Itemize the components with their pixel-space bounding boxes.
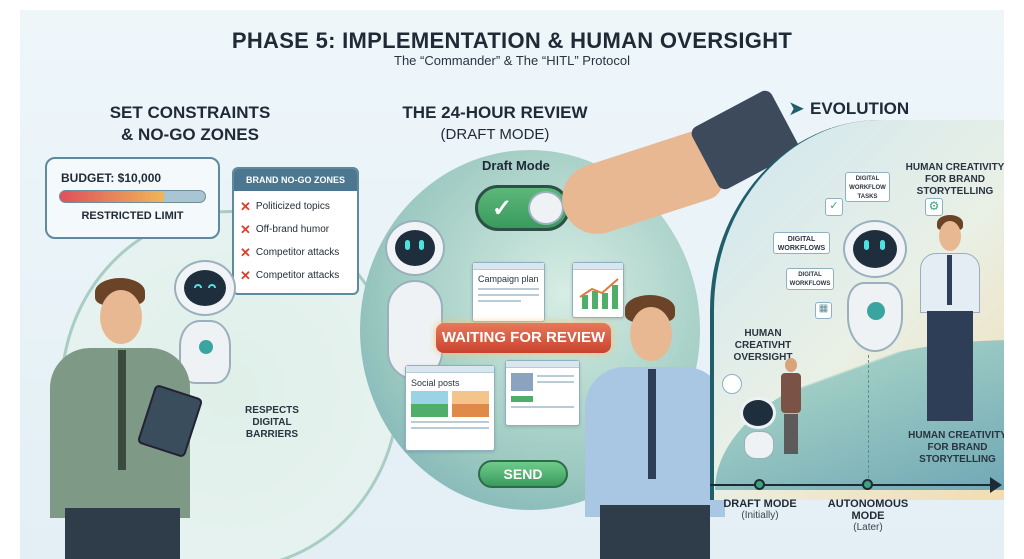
robot-left [170,260,240,400]
person-woman [780,358,802,458]
chart-window[interactable] [572,262,624,318]
send-button[interactable]: SEND [478,460,568,488]
no-go-item: ✕ Off-brand humor [240,218,351,241]
oversight-label: HUMAN CREATIVHT OVERSIGHT [728,328,798,364]
social-posts-title: Social posts [411,378,460,388]
oversight-line2: CREATIVHT [734,340,792,351]
timeline-label-autonomous: AUTONOMOUS MODE (Later) [818,498,918,533]
no-go-item: ✕ Competitor attacks [240,241,351,264]
no-go-zones-title: BRAND NO-GO ZONES [234,169,357,191]
gear-icon: ⚙ [925,198,943,216]
left-heading: SET CONSTRAINTS & NO-GO ZONES [65,102,315,146]
creativity-top-label: HUMAN CREATIVITY FOR BRAND STORYTELLING [900,162,1004,198]
person-right-standing [915,215,985,430]
restricted-limit-label: RESTRICTED LIMIT [81,210,184,222]
creativity-top-line3: STORYTELLING [916,186,994,197]
checkmark-icon: ✓ [492,195,513,222]
respects-digital-barriers-label: RESPECTS DIGITAL BARRIERS [242,405,302,441]
toggle-knob [528,191,564,225]
no-go-list: ✕ Politicized topics ✕ Off-brand humor ✕ Comp… [234,191,357,291]
left-heading-line2: & NO-GO ZONES [121,125,259,144]
creativity-bottom-label: HUMAN CREATIVITY FOR BRAND STORYTELLING [900,430,1004,466]
workflow-tasks-box: DIGITAL WORKFLOW TASKS [845,172,890,202]
social-posts-window[interactable]: Social posts [405,365,495,451]
calendar-icon: ▦ [815,302,832,319]
person-left-with-tablet [40,278,190,559]
autonomous-line1: AUTONOMOUS [827,498,909,510]
no-go-item-label: Off-brand humor [255,224,330,235]
draft-mode-label-text: DRAFT MODE [723,498,797,510]
creativity-top-line1: HUMAN CREATIVITY [905,162,1004,173]
no-go-item-label: Competitor attacks [255,247,340,258]
robot-middle [380,220,450,420]
infographic-canvas: PHASE 5: IMPLEMENTATION & HUMAN OVERSIGH… [20,10,1004,559]
x-mark-icon: ✕ [240,221,251,237]
no-go-item-label: Politicized topics [255,201,330,212]
budget-bar [59,190,206,203]
robot-small [740,397,778,462]
timeline-arrow-icon [990,477,1002,493]
draft-document-window[interactable] [505,360,580,426]
robot-right [840,220,910,360]
no-go-item: ✕ Politicized topics [240,195,351,218]
campaign-plan-window[interactable]: Campaign plan [472,262,545,322]
digital-workflows-box-2: DIGITAL WORKFLOWS [786,268,834,290]
campaign-plan-title: Campaign plan [478,274,539,284]
draft-mode-toggle[interactable]: ✓ [475,185,570,231]
evolution-heading: EVOLUTION [810,99,910,118]
arrow-right-icon: ➤ [788,98,805,120]
timeline-label-draft: DRAFT MODE (Initially) [710,498,810,521]
no-go-zones-card: BRAND NO-GO ZONES ✕ Politicized topics ✕ Of… [232,167,359,295]
budget-bar-fill [60,191,165,202]
oversight-line1: HUMAN [744,328,782,339]
creativity-bottom-line3: STORYTELLING [919,454,996,465]
autonomous-line2: MODE [851,510,885,522]
digital-workflows-box-1: DIGITAL WORKFLOWS [773,232,830,254]
page-subtitle: The “Commander” & The “HITL” Protocol [394,53,630,68]
timeline-dot-autonomous [862,479,873,490]
draft-mode-label: Draft Mode [482,158,550,173]
oversight-line3: OVERSIGHT [733,352,793,363]
middle-heading: THE 24-HOUR REVIEW (DRAFT MODE) [395,102,595,146]
respects-line3: BARRIERS [245,429,299,440]
x-mark-icon: ✕ [240,198,251,214]
respects-line2: DIGITAL [252,417,292,428]
left-heading-line1: SET CONSTRAINTS [109,103,271,122]
middle-heading-line1: THE 24-HOUR REVIEW [402,103,588,122]
x-mark-icon: ✕ [240,267,251,283]
creativity-bottom-line2: FOR BRAND [927,442,988,453]
no-go-item: ✕ Competitor attacks [240,264,351,287]
middle-heading-line2: (DRAFT MODE) [440,126,550,143]
budget-card: BUDGET: $10,000 RESTRICTED LIMIT [45,157,220,239]
autonomy-divider [868,355,869,483]
draft-mode-sub: (Initially) [741,510,779,521]
calendar-check-icon: ✓ [825,198,843,216]
x-mark-icon: ✕ [240,244,251,260]
respects-line1: RESPECTS [245,405,299,416]
autonomous-sub: (Later) [853,522,883,533]
timeline-dot-draft [754,479,765,490]
user-avatar-icon [722,374,742,394]
creativity-top-line2: FOR BRAND [925,174,985,185]
creativity-bottom-line1: HUMAN CREATIVITY [908,430,1004,441]
image-icon [411,391,448,417]
page-title: PHASE 5: IMPLEMENTATION & HUMAN OVERSIGH… [231,28,793,53]
waiting-for-review-banner: WAITING FOR REVIEW [436,323,611,353]
image-icon [452,391,489,417]
trend-chart-icon [579,278,619,309]
no-go-item-label: Competitor attacks [255,270,340,281]
person-middle-thinking [580,295,730,559]
timeline-axis [710,484,992,486]
budget-label: BUDGET: $10,000 [61,171,162,185]
